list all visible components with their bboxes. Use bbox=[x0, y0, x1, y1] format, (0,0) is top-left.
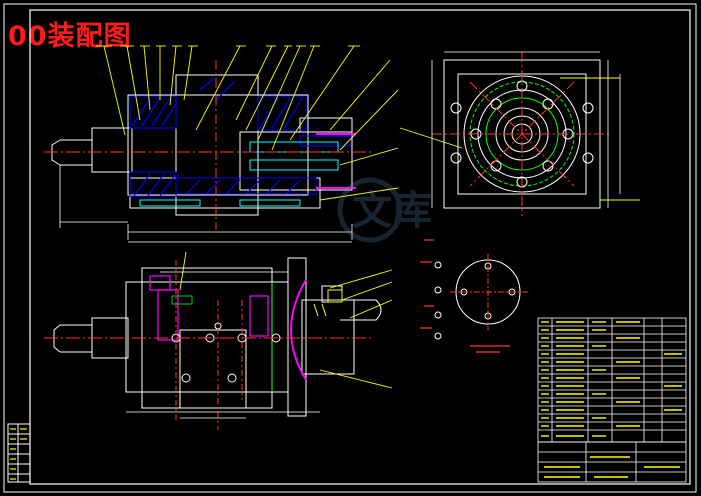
dimensions-front bbox=[59, 165, 353, 243]
front-section-view bbox=[44, 45, 399, 243]
leader-lines bbox=[96, 45, 399, 201]
drawing-frame bbox=[3, 3, 697, 493]
parts-list bbox=[537, 317, 687, 443]
watermark-text: 文库 bbox=[352, 188, 432, 234]
end-view bbox=[399, 51, 640, 216]
drawing-title: 00装配图 bbox=[8, 21, 132, 52]
plan-view bbox=[44, 251, 393, 430]
revision-block bbox=[7, 423, 31, 483]
title-block bbox=[537, 441, 687, 483]
hatching bbox=[129, 95, 351, 197]
parts-list-text bbox=[541, 321, 682, 437]
detail-view bbox=[420, 239, 528, 353]
watermark: 文库 bbox=[337, 177, 432, 243]
